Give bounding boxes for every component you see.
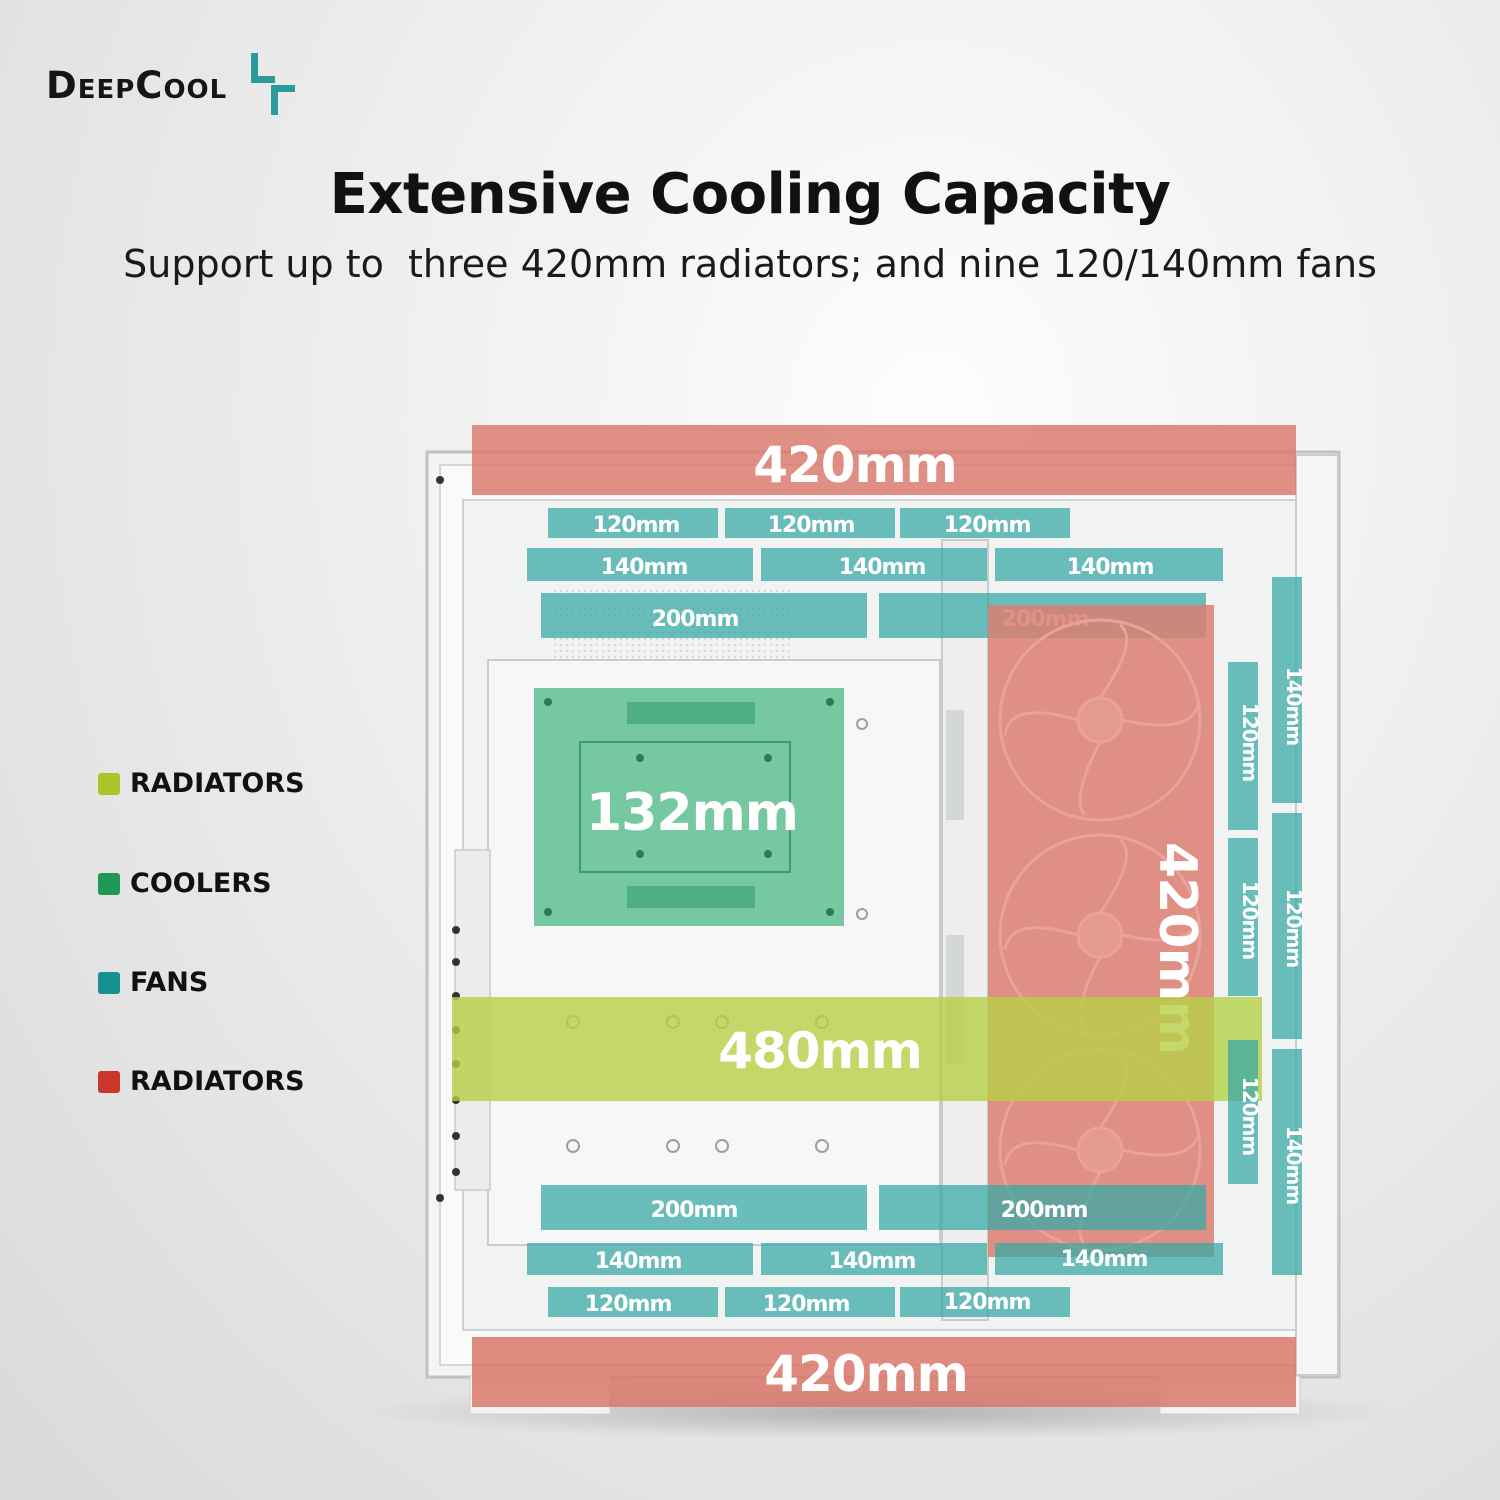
mid-radiator-zone: 480mm [452, 997, 1262, 1101]
legend-item-coolers: COOLERS [98, 868, 272, 899]
fan-zone [879, 1185, 1206, 1230]
fan-size-label: 120mm [768, 513, 855, 538]
fan-size-label: 200mm [652, 607, 739, 632]
fan-size-label: 140mm [1061, 1247, 1148, 1272]
fan-size-label: 120mm [1238, 1077, 1262, 1156]
fan-size-label: 120mm [585, 1292, 672, 1317]
legend-label: RADIATORS [130, 768, 305, 799]
fan-zone [725, 508, 895, 538]
fan-size-label: 120mm [1238, 703, 1262, 782]
page-title: Extensive Cooling Capacity [329, 162, 1171, 227]
fan-zone [1272, 1049, 1302, 1275]
fan-size-label: 140mm [1282, 667, 1306, 746]
deepcool-mark-icon [251, 53, 296, 115]
fan-size-label: 120mm [944, 1290, 1031, 1315]
legend-item-fans: FANS [98, 967, 208, 998]
fan-zone [900, 508, 1070, 538]
fan-size-label: 120mm [944, 513, 1031, 538]
fan-size-label: 200mm [1001, 1198, 1088, 1223]
legend-item-radiators-red: RADIATORS [98, 1066, 305, 1097]
radiator-fan-icon [998, 618, 1202, 822]
fan-size-label: 120mm [763, 1292, 850, 1317]
legend-label: COOLERS [130, 868, 272, 899]
fan-zone [995, 548, 1223, 581]
fan-size-label: 200mm [651, 1198, 738, 1223]
legend-label: FANS [130, 967, 209, 998]
brand-name: DeepCool [46, 63, 228, 107]
fan-zone [725, 1287, 895, 1317]
legend-swatch [98, 772, 120, 795]
fan-size-label: 140mm [829, 1249, 916, 1274]
fan-zone [541, 1185, 867, 1230]
fan-zone [995, 1243, 1223, 1275]
fan-zone [527, 1243, 753, 1275]
bottom-radiator-label: 420mm [764, 1345, 968, 1403]
side-fans-inner: 120mm 120mm 120mm [1228, 662, 1262, 1184]
fan-size-label: 120mm [1238, 881, 1262, 960]
fan-size-label: 140mm [839, 555, 926, 580]
bottom-fans-140: 140mm 140mm 140mm [527, 1243, 1223, 1275]
fan-zone [548, 508, 718, 538]
fan-zone [1272, 813, 1302, 1039]
fan-zone [548, 1287, 718, 1317]
side-radiator-zone: 420mm [988, 605, 1214, 1257]
fan-size-label: 120mm [593, 513, 680, 538]
fan-size-label: 140mm [1282, 1126, 1306, 1205]
bottom-fans-120: 120mm 120mm 120mm [548, 1287, 1070, 1317]
fan-zone [761, 548, 987, 581]
fan-zone [1228, 662, 1258, 830]
fan-size-label: 140mm [1067, 555, 1154, 580]
cooler-zone: 132mm [534, 688, 844, 926]
fan-zone [1228, 1040, 1258, 1184]
legend-swatch [98, 971, 120, 994]
fan-size-label: 140mm [595, 1249, 682, 1274]
bottom-fans-200: 200mm 200mm [541, 1185, 1206, 1230]
brand-logo: DeepCool [46, 50, 297, 120]
legend-item-radiators-green: RADIATORS [98, 768, 305, 799]
fan-zone [527, 548, 753, 581]
legend-swatch [98, 1070, 120, 1093]
fan-size-label: 140mm [601, 555, 688, 580]
legend-swatch [98, 872, 120, 895]
page-subtitle: Support up to three 420mm radiators; and… [123, 242, 1377, 286]
side-fans-outer: 140mm 120mm 140mm [1272, 577, 1306, 1275]
top-fans-140: 140mm 140mm 140mm [527, 548, 1223, 581]
top-radiator-label: 420mm [753, 436, 957, 494]
top-radiator-zone [472, 425, 1296, 495]
mid-radiator-label: 480mm [718, 1022, 922, 1080]
cooler-size-label: 132mm [586, 783, 798, 843]
fan-size-label: 120mm [1282, 889, 1306, 968]
fan-zone [541, 593, 867, 638]
legend-label: RADIATORS [130, 1066, 305, 1097]
fan-zone [900, 1287, 1070, 1317]
fan-zone [761, 1243, 987, 1275]
fan-zone [1272, 577, 1302, 803]
top-fans-120: 120mm 120mm 120mm [548, 508, 1070, 538]
fan-zone [1228, 838, 1258, 996]
bottom-radiator-zone [472, 1337, 1296, 1407]
